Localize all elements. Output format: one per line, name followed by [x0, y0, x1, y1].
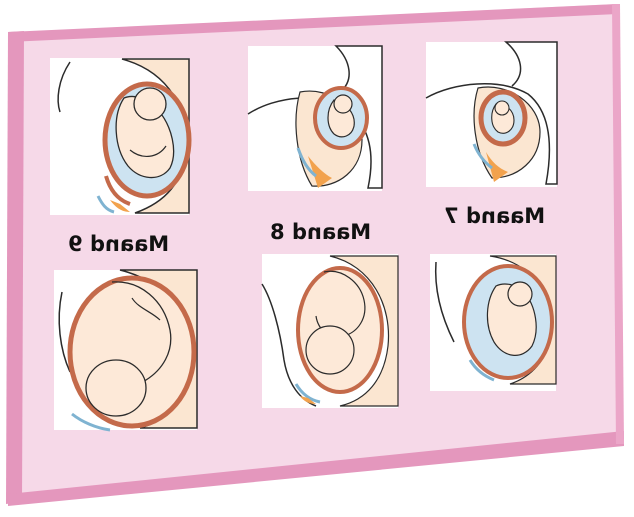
illustration-month-7-upper	[426, 42, 557, 187]
label-month-7: Maand 7	[444, 206, 545, 227]
illustration-month-9-upper	[50, 58, 189, 215]
board-border-left	[6, 31, 24, 504]
illustration-month-8-upper	[248, 46, 382, 191]
label-month-8: Maand 8	[270, 222, 371, 243]
illustration-month-7-lower	[430, 254, 556, 391]
label-month-9: Maand 9	[68, 234, 169, 255]
illustration-month-8-lower	[262, 254, 398, 408]
illustration-month-9-lower	[54, 270, 197, 430]
